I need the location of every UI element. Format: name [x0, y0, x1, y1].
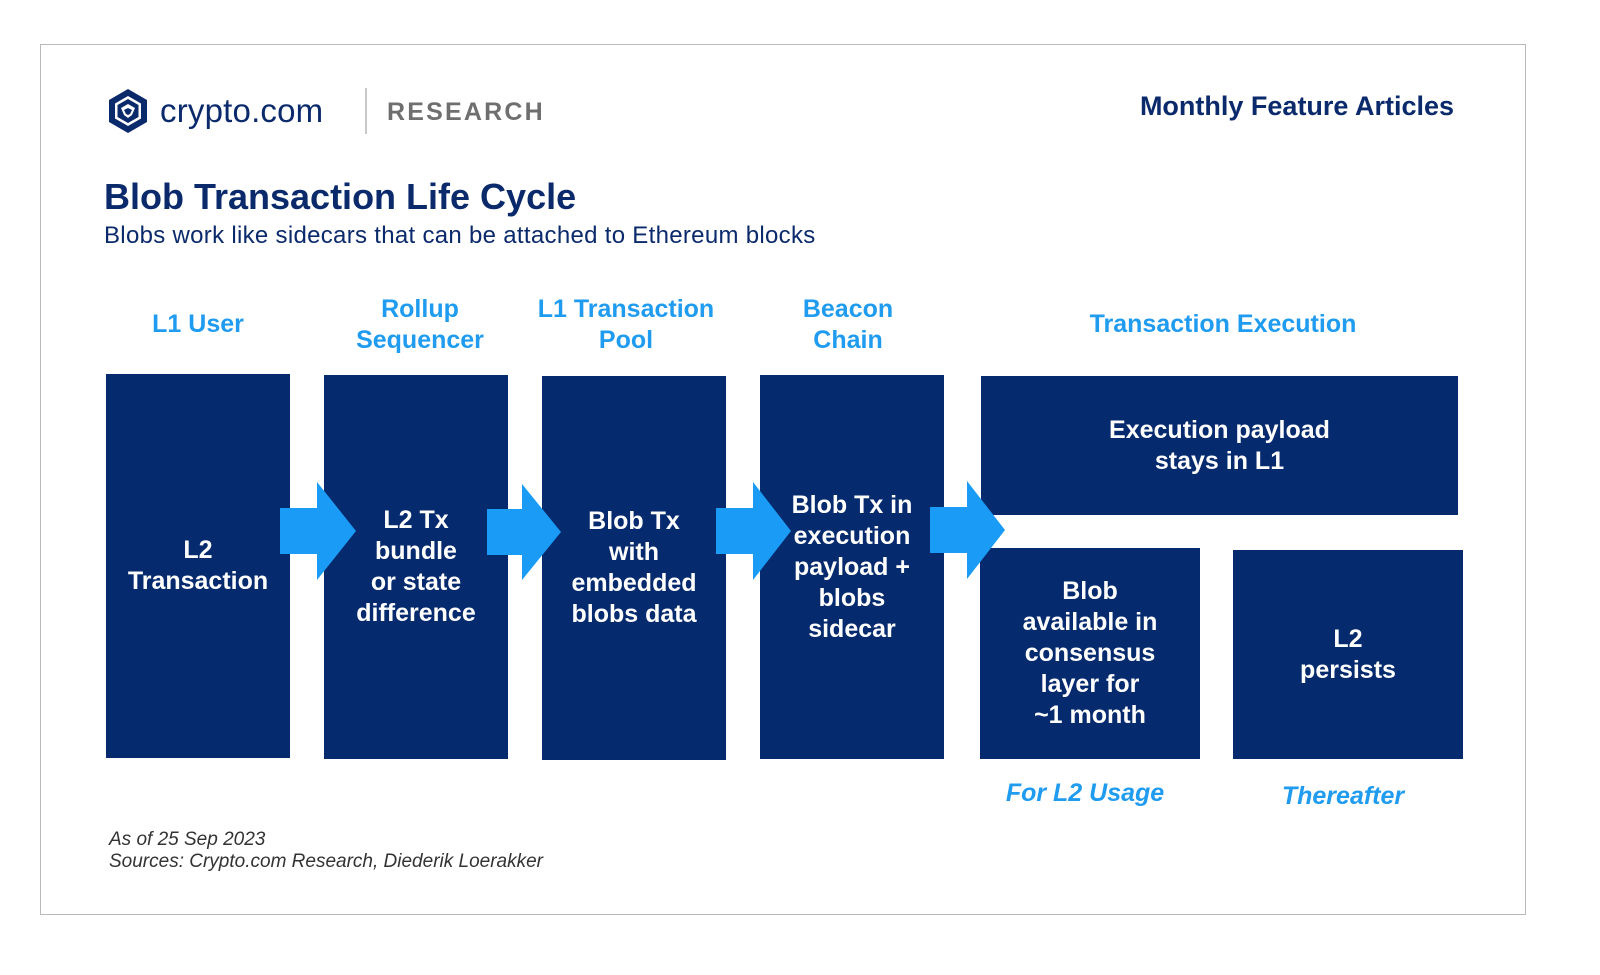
header-divider — [365, 88, 367, 134]
box-blob-tx-embedded: Blob Tx with embedded blobs data — [542, 376, 726, 760]
page-subtitle: Blobs work like sidecars that can be att… — [104, 222, 816, 249]
sources-note: Sources: Crypto.com Research, Diederik L… — [109, 851, 544, 872]
box-l2-tx-bundle: L2 Tx bundle or state difference — [324, 375, 508, 759]
section-label: RESEARCH — [387, 98, 545, 126]
series-label: Monthly Feature Articles — [1139, 91, 1454, 121]
heading-rollup-sequencer: Rollup Sequencer — [356, 295, 484, 354]
heading-transaction-execution: Transaction Execution — [1089, 310, 1357, 338]
right-arrow-icon — [280, 482, 356, 580]
crypto-com-shield-icon — [109, 89, 147, 133]
slide-frame — [40, 44, 1526, 915]
page-title: Blob Transaction Life Cycle — [104, 176, 577, 217]
right-arrow-icon — [487, 484, 561, 580]
right-arrow-icon — [930, 481, 1005, 579]
box-l2-transaction: L2 Transaction — [106, 374, 290, 758]
box-blob-tx-sidecar: Blob Tx in execution payload + blobs sid… — [760, 375, 944, 759]
heading-beacon-chain: Beacon Chain — [802, 295, 894, 354]
heading-l1-transaction-pool: L1 Transaction Pool — [537, 295, 715, 354]
date-note: As of 25 Sep 2023 — [109, 829, 266, 850]
box-l2-persists: L2 persists — [1233, 550, 1463, 759]
box-blob-available: Blob available in consensus layer for ~1… — [980, 548, 1200, 759]
right-arrow-icon — [716, 482, 791, 580]
heading-l1-user: L1 User — [152, 310, 244, 338]
label-for-l2-usage: For L2 Usage — [1005, 779, 1165, 807]
brand-logo: crypto.com — [108, 88, 323, 134]
label-thereafter: Thereafter — [1281, 782, 1405, 810]
box-execution-payload: Execution payload stays in L1 — [981, 376, 1458, 515]
brand-name: crypto.com — [160, 92, 324, 129]
